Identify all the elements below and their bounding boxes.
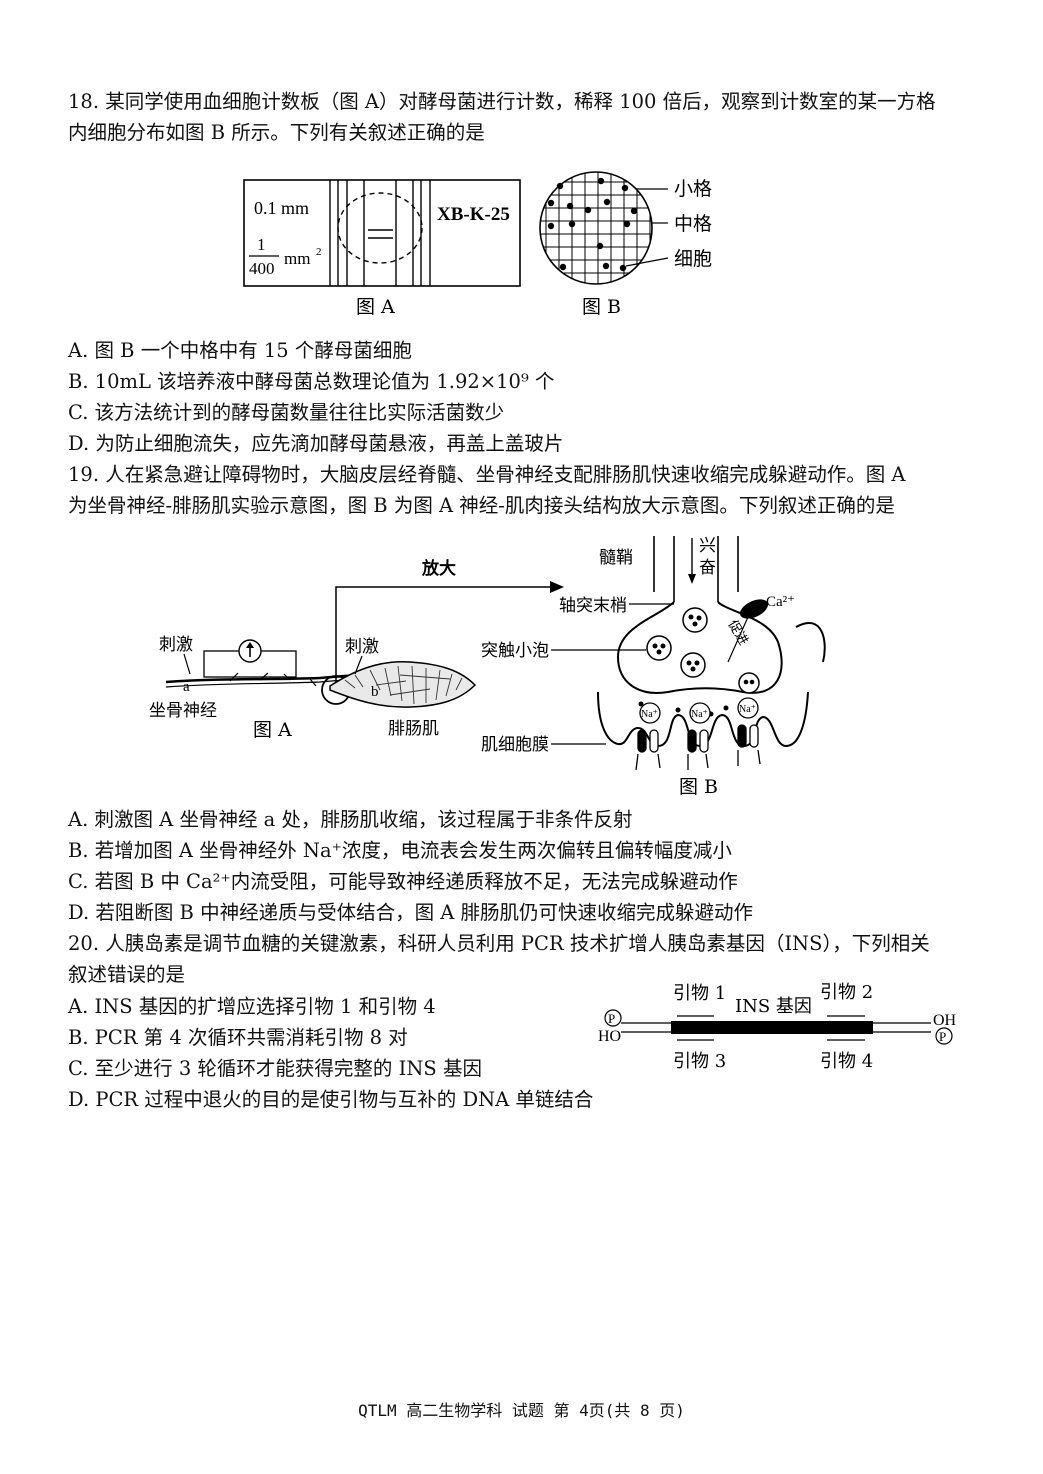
q19-stem-line1: 19. 人在紧急避让障碍物时，大脑皮层经脊髓、坐骨神经支配腓肠肌快速收缩完成躲避… <box>68 463 906 486</box>
enlarge-label: 放大 <box>421 558 456 579</box>
area-numerator: 1 <box>257 235 266 254</box>
p-symbol-left: P <box>608 1011 615 1026</box>
oh-label: OH <box>933 1012 957 1029</box>
q20-option-a: A. INS 基因的扩增应选择引物 1 和引物 4 <box>68 995 436 1018</box>
q20-option-d: D. PCR 过程中退火的目的是使引物与互补的 DNA 单链结合 <box>68 1088 594 1111</box>
calcium-label: Ca²⁺ <box>766 594 795 610</box>
primer2-label: 引物 2 <box>820 982 873 1003</box>
area-exponent: 2 <box>316 246 322 258</box>
q18-option-b: B. 10mL 该培养液中酵母菌总数理论值为 1.92×10⁹ 个 <box>68 370 555 393</box>
q18-stem-line1: 18. 某同学使用血细胞计数板（图 A）对酵母菌进行计数，稀释 100 倍后，观… <box>68 90 936 113</box>
figure-a-caption: 图 A <box>356 296 395 318</box>
q19-figure-a: 放大 刺激 a b 刺激 坐骨神经 图 A 腓肠肌 <box>149 558 564 741</box>
q19-option-a: A. 刺激图 A 坐骨神经 a 处，腓肠肌收缩，该过程属于非条件反射 <box>68 808 633 831</box>
q19-option-b: B. 若增加图 A 坐骨神经外 Na⁺浓度，电流表会发生两次偏转且偏转幅度减小 <box>68 839 732 862</box>
q20-option-b: B. PCR 第 4 次循环共需消耗引物 8 对 <box>68 1026 408 1049</box>
ho-label: HO <box>598 1028 621 1045</box>
q19-option-d: D. 若阻断图 B 中神经递质与受体结合，图 A 腓肠肌仍可快速收缩完成躲避动作 <box>68 901 754 924</box>
area-denominator: 400 <box>249 259 275 278</box>
myelin-label: 髓鞘 <box>599 548 633 568</box>
q18-option-d: D. 为防止细胞流失，应先滴加酵母菌悬液，再盖上盖玻片 <box>68 432 564 455</box>
q20-stem-line2: 叙述错误的是 <box>68 963 186 986</box>
excite-label-1: 兴 <box>699 536 716 556</box>
sodium-label-1: Na⁺ <box>641 709 658 720</box>
point-b-label: b <box>371 684 379 700</box>
q18-option-a: A. 图 B 一个中格中有 15 个酵母菌细胞 <box>68 339 412 362</box>
promote-label: 促进 <box>725 618 751 648</box>
medium-square-label: 中格 <box>674 213 712 235</box>
q20-option-c: C. 至少进行 3 轮循环才能获得完整的 INS 基因 <box>68 1057 482 1080</box>
vesicle-label: 突触小泡 <box>481 641 549 661</box>
q20-primer-figure: 引物 1 INS 基因 引物 2 P HO OH P 引物 3 引物 4 <box>598 982 957 1072</box>
figure-b-caption: 图 B <box>582 296 621 318</box>
page-footer: QTLM 高二生物学科 试题 第 4页(共 8 页) <box>358 1401 685 1420</box>
membrane-label: 肌细胞膜 <box>481 735 549 755</box>
sodium-label-3: Na⁺ <box>739 704 756 715</box>
point-a-label: a <box>183 679 190 695</box>
muscle-label: 腓肠肌 <box>388 719 439 739</box>
q19-option-c: C. 若图 B 中 Ca²⁺内流受阻，可能导致神经递质释放不足，无法完成躲避动作 <box>68 870 738 893</box>
axon-terminal-label: 轴突末梢 <box>559 596 627 616</box>
depth-label: 0.1 mm <box>254 198 309 218</box>
figure-a-caption: 图 A <box>253 719 292 741</box>
small-square-label: 小格 <box>674 178 712 200</box>
primer4-label: 引物 4 <box>820 1051 873 1072</box>
q18-option-c: C. 该方法统计到的酵母菌数量往往比实际活菌数少 <box>68 401 505 424</box>
q19-figure-b: 髓鞘 兴 奋 轴突末梢 Ca²⁺ 促进 突触小泡 Na⁺ Na⁺ Na⁺ <box>481 536 826 798</box>
board-code: XB-K-25 <box>437 204 510 225</box>
q20-stem-line1: 20. 人胰岛素是调节血糖的关键激素，科研人员利用 PCR 技术扩增人胰岛素基因… <box>68 932 930 955</box>
nerve-label: 坐骨神经 <box>149 701 217 721</box>
primer1-label: 引物 1 <box>673 983 726 1004</box>
q18-stem-line2: 内细胞分布如图 B 所示。下列有关叙述正确的是 <box>68 121 485 144</box>
sodium-label-2: Na⁺ <box>691 709 708 720</box>
q18-figure-a: 0.1 mm 1 400 mm 2 XB-K-25 图 A <box>243 179 521 318</box>
p-symbol-right: P <box>939 1029 946 1044</box>
cell-label: 细胞 <box>674 248 712 270</box>
gene-label: INS 基因 <box>735 996 812 1017</box>
figure-b-caption: 图 B <box>679 776 718 798</box>
stimulus-left-label: 刺激 <box>159 635 193 655</box>
excite-label-2: 奋 <box>699 558 716 578</box>
q18-figure-b: 小格 中格 细胞 图 B <box>539 171 712 318</box>
stimulus-right-label: 刺激 <box>345 637 379 657</box>
primer3-label: 引物 3 <box>673 1051 726 1072</box>
area-unit: mm <box>284 249 310 268</box>
q19-stem-line2: 为坐骨神经-腓肠肌实验示意图，图 B 为图 A 神经-肌肉接头结构放大示意图。下… <box>68 494 895 517</box>
